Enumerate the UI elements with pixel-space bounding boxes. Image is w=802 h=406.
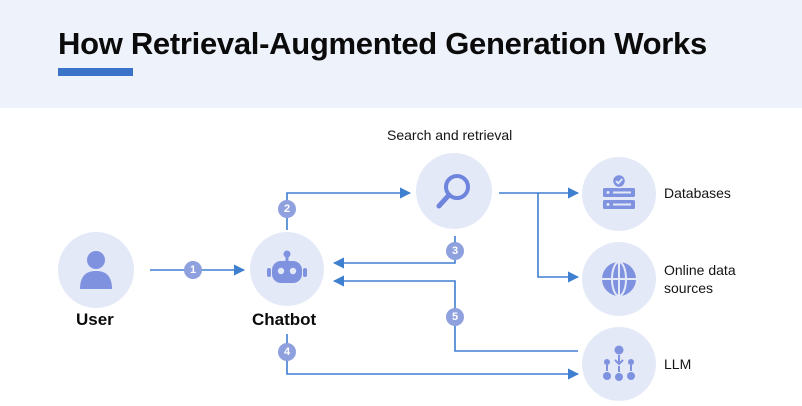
databases-node [582, 157, 656, 231]
llm-node [582, 327, 656, 401]
search-node [416, 153, 492, 229]
online-sources-node [582, 242, 656, 316]
search-icon [436, 174, 470, 209]
online-sources-label-line2: sources [664, 280, 714, 296]
llm-label: LLM [664, 356, 692, 372]
title-underline [58, 68, 133, 76]
database-icon [603, 174, 635, 209]
user-icon [80, 251, 112, 289]
robot-icon [267, 250, 307, 283]
network-icon [603, 345, 635, 381]
step-badge-4: 4 [278, 343, 296, 361]
rag-diagram: User Chatbot Search and retrieval [0, 108, 802, 406]
chatbot-node [250, 232, 324, 306]
step-badge-3: 3 [446, 242, 464, 260]
user-label: User [76, 310, 114, 329]
step-badge-1: 1 [184, 261, 202, 279]
step-badge-5: 5 [446, 308, 464, 326]
user-node [58, 232, 134, 308]
arrow-chatbot-to-llm [286, 334, 580, 380]
step-badge-2: 2 [278, 200, 296, 218]
arrow-chatbot-to-search [286, 187, 412, 230]
page-title: How Retrieval-Augmented Generation Works [58, 26, 707, 61]
databases-label: Databases [664, 185, 731, 201]
arrow-search-to-chatbot [332, 236, 456, 269]
arrow-search-to-online [537, 193, 580, 283]
online-sources-label-line1: Online data [664, 262, 736, 278]
globe-icon [602, 261, 636, 297]
search-label: Search and retrieval [387, 127, 513, 143]
chatbot-label: Chatbot [252, 310, 317, 329]
header-band: How Retrieval-Augmented Generation Works [0, 0, 802, 108]
